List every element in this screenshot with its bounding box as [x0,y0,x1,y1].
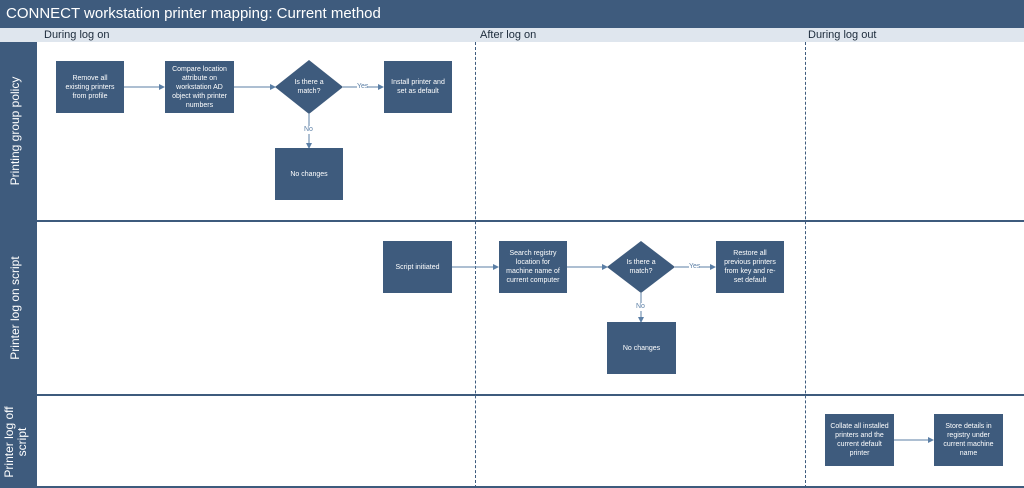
phase-label-during-log-out: During log out [808,29,877,41]
lane-separator [0,394,1024,396]
process-no-changes-group-policy: No changes [275,148,343,200]
phase-label-after-log-on: After log on [480,29,537,41]
lane-header-printer-log-off-script [0,396,37,488]
yes-label-log-on-script: Yes [689,263,701,271]
process-search-registry: Search registry location for machine nam… [499,241,567,293]
process-script-initiated: Script initiated [383,241,452,293]
lane-separator [0,220,1024,222]
phase-separator [475,42,476,488]
decision-text-group-policy: Is there a match? [294,79,324,95]
process-no-changes-log-on-script: No changes [607,322,676,374]
process-install-printer: Install printer and set as default [384,61,452,113]
decision-diamond-group-policy [275,60,343,114]
lane-separator [0,486,1024,488]
phase-label-during-log-on: During log on [44,29,110,41]
process-remove-printers: Remove all existing printers from profil… [56,61,124,113]
decision-text-log-on-script: Is there a match? [626,259,656,275]
phase-separator [805,42,806,488]
process-compare-location: Compare location attribute on workstatio… [165,61,234,113]
phase-header-bar [0,28,1024,42]
process-restore-printers: Restore all previous printers from key a… [716,241,784,293]
process-store-details: Store details in registry under current … [934,414,1003,466]
process-collate-printers: Collate all installed printers and the c… [825,414,894,466]
lane-header-printer-log-on-script [0,222,37,394]
diagram-title: CONNECT workstation printer mapping: Cur… [0,0,1024,28]
decision-diamond-log-on-script [607,241,675,293]
yes-label-group-policy: Yes [357,83,369,91]
no-label-group-policy: No [304,126,313,134]
no-label-log-on-script: No [636,303,645,311]
lane-header-printing-group-policy [0,42,37,220]
